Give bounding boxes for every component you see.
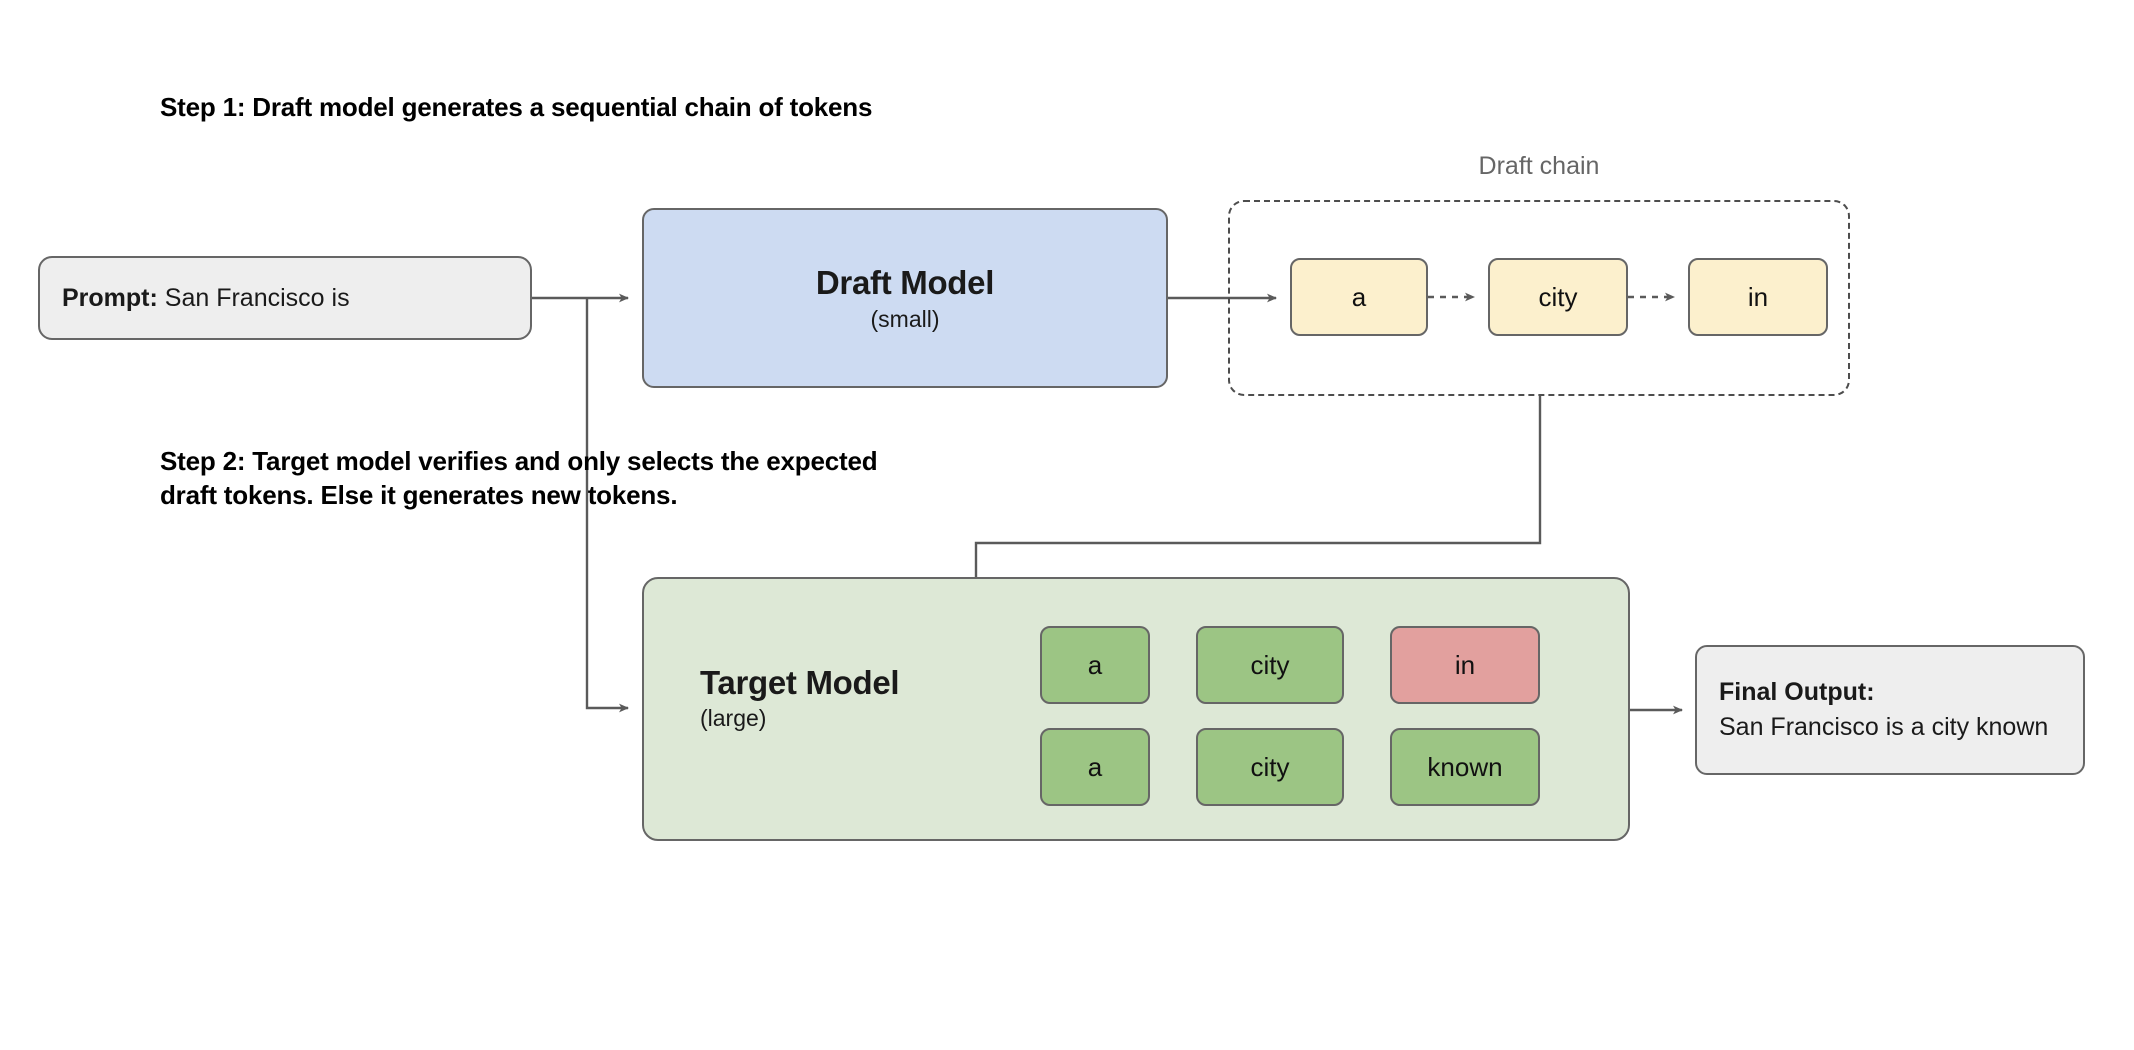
target-row1-token-2: known [1390, 728, 1540, 806]
prompt-line: Prompt: San Francisco is [62, 284, 508, 313]
draft-model-title: Draft Model [815, 263, 995, 301]
target-row0-token-1: city [1196, 626, 1344, 704]
prompt-label: Prompt: [62, 283, 158, 312]
prompt-text: San Francisco is [157, 283, 350, 312]
final-output-label: Final Output: [1719, 678, 1875, 706]
draft-token-2: in [1688, 258, 1828, 336]
final-output-box: Final Output: San Francisco is a city kn… [1695, 645, 2085, 775]
target-row1-token-0: a [1040, 728, 1150, 806]
target-model-title: Target Model [700, 664, 900, 701]
step-1-heading: Step 1: Draft model generates a sequenti… [160, 92, 873, 122]
draft-chain-label: Draft chain [1478, 152, 1600, 180]
prompt-box: Prompt: San Francisco is [38, 256, 532, 340]
final-output-text: San Francisco is a city known [1719, 713, 2049, 741]
draft-model-box: Draft Model (small) [642, 208, 1168, 388]
draft-model-subtitle: (small) [870, 305, 940, 332]
draft-chain-container [1228, 200, 1850, 396]
target-model-title-group: Target Model (large) [700, 664, 900, 732]
target-row0-token-0: a [1040, 626, 1150, 704]
step-2-heading: Step 2: Target model verifies and only s… [160, 446, 878, 511]
target-row1-token-1: city [1196, 728, 1344, 806]
target-row0-token-2: in [1390, 626, 1540, 704]
target-model-subtitle: (large) [700, 705, 767, 731]
draft-token-0: a [1290, 258, 1428, 336]
draft-token-1: city [1488, 258, 1628, 336]
wire-prompt-to-target [585, 298, 629, 713]
